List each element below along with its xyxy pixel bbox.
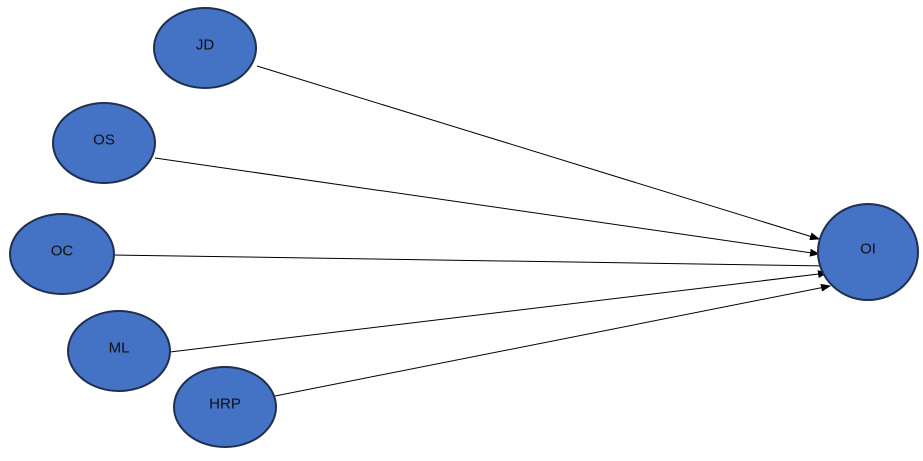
node-oc: OC [9, 213, 115, 295]
node-oi: OI [817, 203, 919, 301]
node-label: OC [51, 243, 74, 260]
node-ellipse [817, 203, 919, 301]
node-hrp: HRP [173, 366, 277, 448]
node-label: OI [860, 241, 876, 258]
node-label: ML [109, 340, 130, 357]
node-ellipse [173, 366, 277, 448]
node-jd: JD [153, 7, 257, 89]
node-label: HRP [209, 396, 241, 413]
node-os: OS [52, 102, 156, 184]
arrow-hrp-to-oi [269, 283, 831, 398]
node-ellipse [67, 310, 171, 392]
node-ml: ML [67, 310, 171, 392]
arrow-ml-to-oi [169, 270, 828, 353]
arrow-os-to-oi [154, 157, 820, 257]
node-label: JD [196, 37, 215, 54]
arrow-oc-to-oi [112, 254, 831, 270]
node-ellipse [9, 213, 115, 295]
node-ellipse [52, 102, 156, 184]
node-ellipse [153, 7, 257, 89]
arrow-jd-to-oi [256, 65, 820, 241]
node-label: OS [93, 132, 115, 149]
